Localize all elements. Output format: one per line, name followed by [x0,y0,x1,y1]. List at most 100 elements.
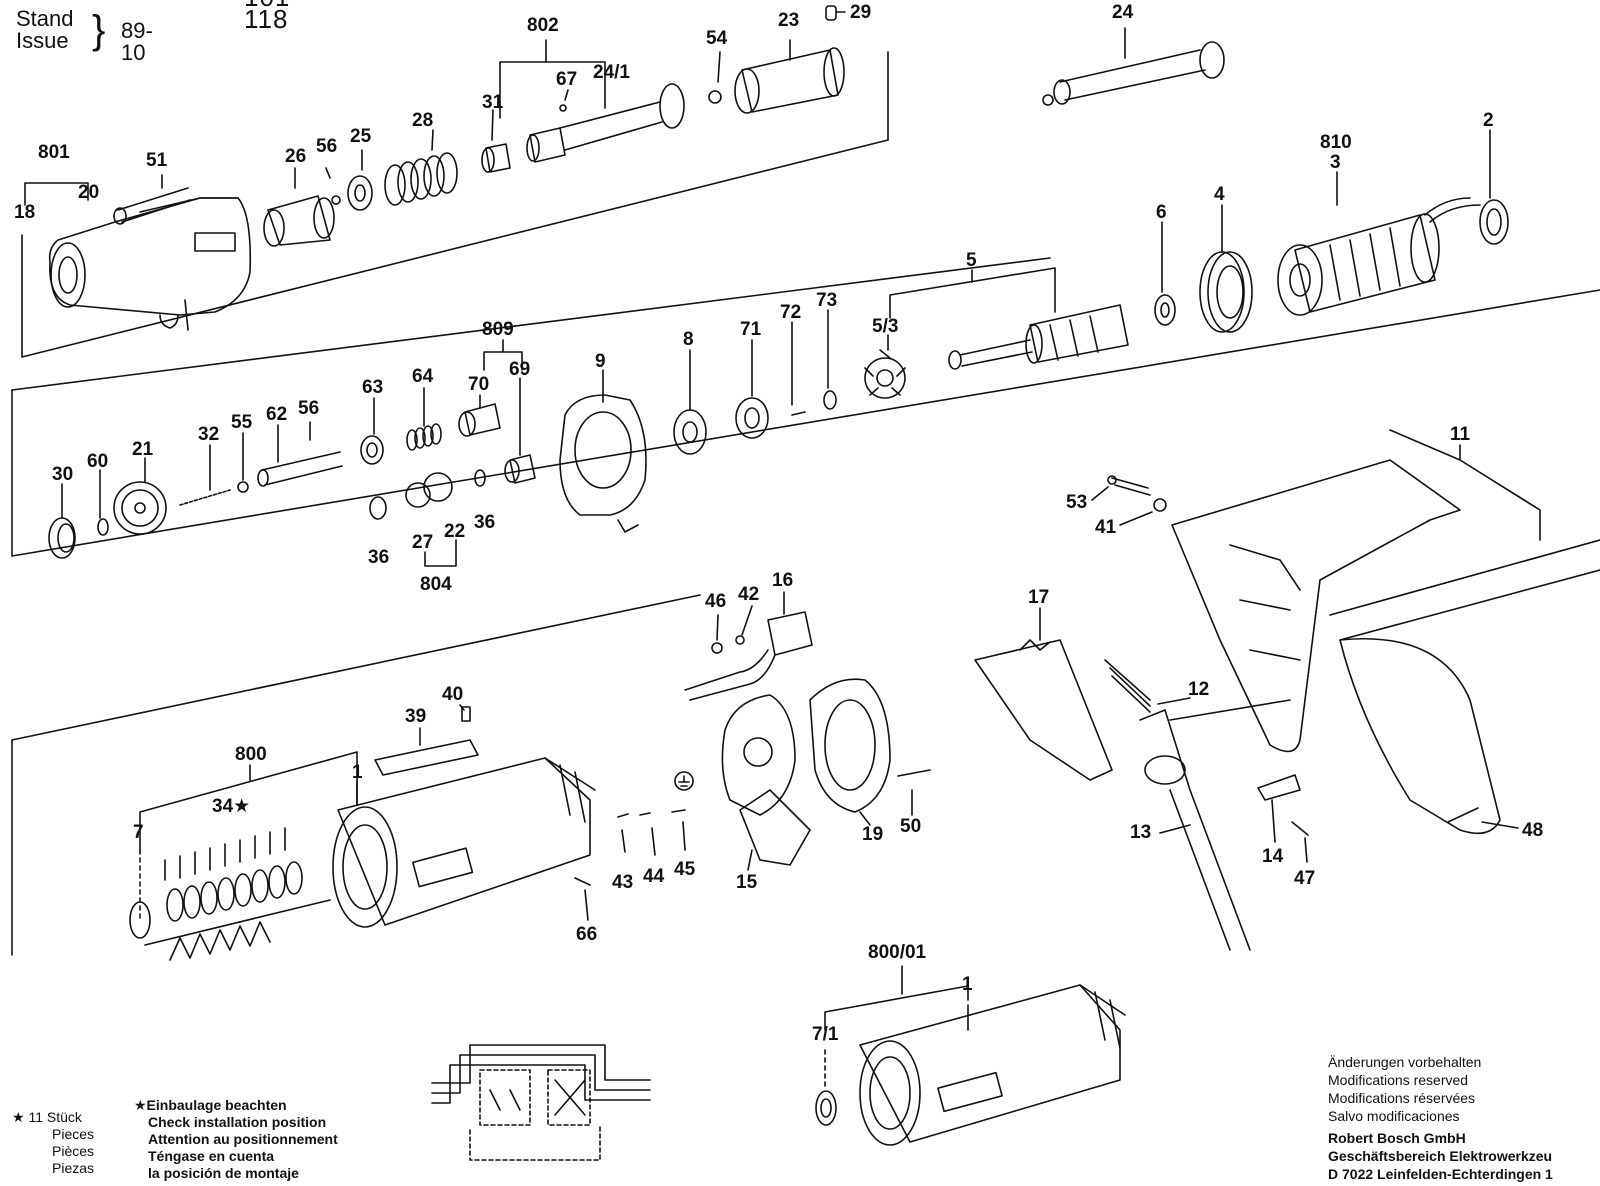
label-30: 30 [52,464,73,485]
label-64: 64 [412,366,434,387]
sleeve-63 [360,435,384,465]
ball-54 [708,90,722,104]
label-801: 801 [38,142,70,163]
installation-note: ★Einbaulage beachten Check installation … [134,1097,454,1182]
label-72: 72 [780,302,801,323]
label-14: 14 [1262,846,1284,867]
label-23: 23 [778,10,799,31]
label-45: 45 [674,859,696,880]
motor-housing-3 [1277,197,1481,316]
label-8: 8 [683,329,694,350]
label-50: 50 [900,816,921,837]
ground-symbol-icon [674,771,694,791]
terminals-43-45 [617,809,686,818]
piece-count-en: Pieces [52,1126,95,1142]
label-29: 29 [850,2,871,23]
fan-5-3 [864,349,906,399]
drawing-number: 101-118 [244,0,299,34]
label-12: 12 [1188,679,1209,700]
sleeve-31 [481,143,511,173]
label-62: 62 [266,404,287,425]
screw-53 [1107,475,1151,496]
sleeve-69 [504,454,536,484]
screw-72 [791,411,806,416]
note-fr: Attention au positionnement [148,1131,338,1147]
washer-42 [735,635,745,645]
screw-51-part [113,187,191,225]
company-address: D 7022 Leinfelden-Echterdingen 1 [1328,1166,1553,1182]
label-28: 28 [412,110,433,131]
label-51: 51 [146,150,168,171]
plug-66 [574,877,591,886]
ring-7-1 [815,1090,837,1126]
screw-47 [1291,821,1309,836]
washer-73 [823,390,837,410]
field-housing-1 [332,757,596,928]
label-60: 60 [87,451,108,472]
label-71: 71 [740,319,762,340]
label-2: 2 [1483,110,1494,131]
label-36a: 36 [368,547,389,568]
label-43: 43 [612,872,633,893]
label-6: 6 [1156,202,1167,223]
label-20: 20 [78,182,99,203]
label-73: 73 [816,290,837,311]
label-69: 69 [509,359,530,380]
brush-set-34 [129,827,331,961]
label-26: 26 [285,146,306,167]
ring-30 [48,517,76,559]
label-13: 13 [1130,822,1151,843]
label-7: 7 [133,822,144,843]
label-54: 54 [706,28,728,49]
label-5: 5 [966,250,977,271]
washer-60 [97,518,109,536]
label-70: 70 [468,374,489,395]
piece-count-es: Piezas [52,1160,95,1176]
piece-count: ★ 11 Stück Pieces Pièces Piezas [12,1109,112,1177]
issue-label: Issue [16,28,69,53]
piece-count-fr: Pièces [52,1143,95,1159]
cable-line-12 [1169,699,1291,721]
label-22: 22 [444,521,465,542]
note-de: ★Einbaulage beachten [134,1097,287,1113]
note-modifications-en: Modifications reserved [1328,1072,1469,1088]
label-800-01: 800/01 [868,942,927,963]
label-53: 53 [1066,492,1087,513]
label-31: 31 [482,92,504,113]
label-39: 39 [405,706,426,727]
label-32: 32 [198,424,219,445]
label-1b: 1 [962,974,973,995]
label-47: 47 [1294,868,1315,889]
capacitor-16 [684,611,813,701]
label-27: 27 [412,532,433,553]
armature-5 [948,304,1129,370]
label-19: 19 [862,824,883,845]
label-4: 4 [1214,184,1225,205]
issue-value: 89-10 [121,18,153,65]
label-24-1: 24/1 [593,62,630,83]
stand-label: Stand [16,6,74,31]
handle-11 [1171,459,1600,835]
washer-41 [1153,498,1167,512]
label-804: 804 [420,574,452,595]
label-34-star: 34★ [212,796,250,817]
label-21: 21 [132,439,154,460]
label-1a: 1 [352,762,363,783]
label-7-1: 7/1 [812,1024,839,1045]
label-56a: 56 [316,136,337,157]
shaft-62 [257,451,343,487]
brace-glyph: } [92,8,106,52]
company-division: Geschäftsbereich Elektrowerkzeu [1328,1148,1553,1164]
switch-17 [974,639,1113,781]
field-housing-800-01 [859,984,1126,1146]
modification-notes: Änderungen vorbehalten Modifications res… [1328,1053,1553,1183]
label-5-3: 5/3 [872,316,898,337]
gear-housing-9 [559,394,647,533]
label-16: 16 [772,570,793,591]
label-24: 24 [1112,2,1134,23]
spring-32 [179,489,231,506]
screw-50 [897,769,931,777]
cable-12-13 [1104,659,1251,951]
ring-4 [1199,251,1253,333]
screw-48 [1447,807,1479,823]
